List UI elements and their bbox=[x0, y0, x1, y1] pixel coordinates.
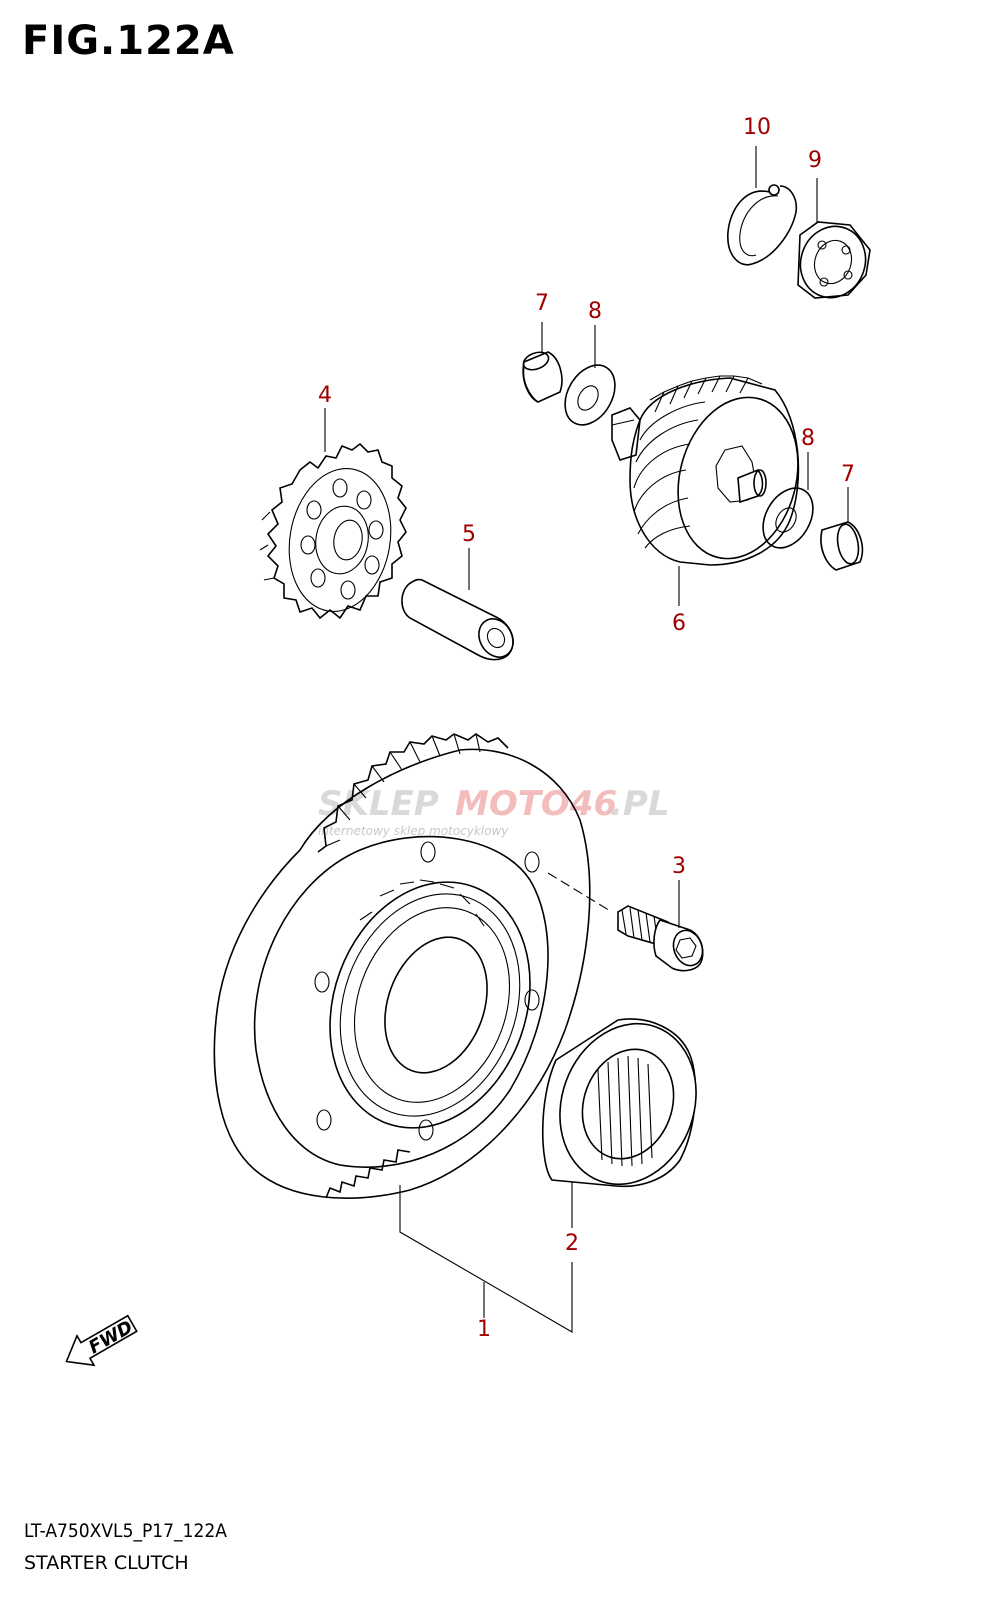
leader-lines bbox=[324, 146, 849, 1333]
callouts: 10 9 7 8 4 5 8 7 6 3 2 1 bbox=[318, 115, 855, 1342]
watermark: SKLEP MOTO46 .PL internetowy sklep motoc… bbox=[318, 784, 670, 838]
callout-3: 3 bbox=[672, 854, 686, 879]
model-code: LT-A750XVL5_P17_122A bbox=[24, 1520, 227, 1542]
part-8-washer-upper bbox=[564, 364, 616, 426]
watermark-domain: .PL bbox=[610, 784, 670, 824]
part-5-shaft bbox=[401, 578, 514, 661]
part-2-one-way-clutch bbox=[541, 1018, 697, 1188]
callout-7-lower: 7 bbox=[841, 462, 855, 487]
callout-1: 1 bbox=[477, 1317, 491, 1342]
fwd-arrow-icon: FWD bbox=[65, 1314, 138, 1367]
callout-10: 10 bbox=[743, 115, 771, 140]
callout-9: 9 bbox=[808, 148, 822, 173]
callout-4: 4 bbox=[318, 383, 332, 408]
watermark-tagline: internetowy sklep motocyklowy bbox=[318, 824, 509, 838]
part-8-washer-lower bbox=[762, 487, 814, 549]
part-3-bolt bbox=[617, 905, 704, 972]
assembly-name: STARTER CLUTCH bbox=[24, 1552, 189, 1574]
part-9-bearing bbox=[797, 221, 871, 299]
callout-8-upper: 8 bbox=[588, 299, 602, 324]
callout-5: 5 bbox=[462, 522, 476, 547]
part-4-gear bbox=[259, 442, 407, 620]
fig-title: FIG.122A bbox=[22, 18, 235, 64]
part-10-circlip bbox=[727, 184, 798, 266]
watermark-brand-part2: MOTO46 bbox=[455, 784, 617, 824]
part-1-starter-clutch-body bbox=[213, 733, 613, 1199]
callout-2: 2 bbox=[565, 1231, 579, 1256]
part-7-spacer-lower bbox=[820, 521, 864, 571]
watermark-brand-part1: SKLEP bbox=[318, 784, 439, 824]
part-6-idler-gear-assembly bbox=[611, 375, 800, 566]
fwd-label: FWD bbox=[85, 1317, 136, 1359]
callout-6: 6 bbox=[672, 611, 686, 636]
callout-7-upper: 7 bbox=[535, 291, 549, 316]
callout-8-lower: 8 bbox=[801, 426, 815, 451]
part-7-spacer-upper bbox=[522, 351, 563, 403]
